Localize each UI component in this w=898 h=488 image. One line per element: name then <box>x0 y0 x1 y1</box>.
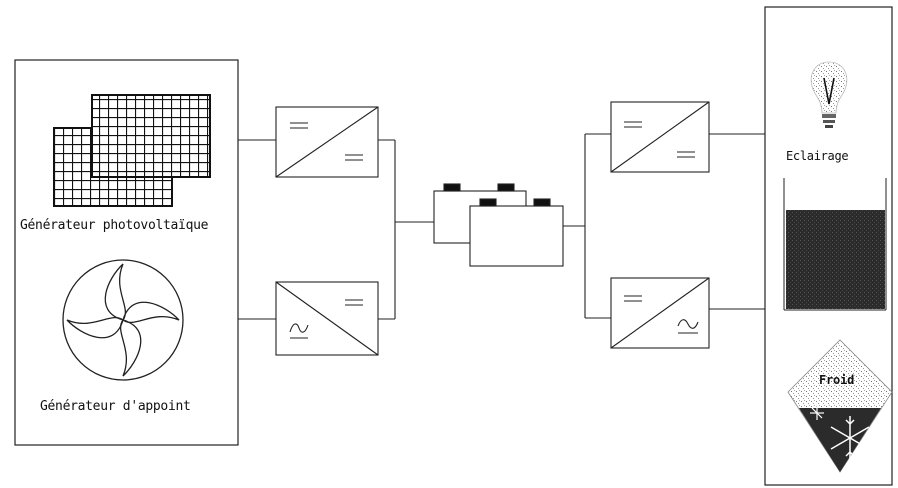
converter-icon <box>275 106 379 178</box>
solar-panel-icon <box>53 94 211 207</box>
lighting-label: Eclairage <box>786 149 849 163</box>
battery-icon <box>433 183 564 267</box>
converter-icon <box>610 277 710 349</box>
wind-turbine-icon <box>62 259 184 381</box>
load-frame <box>764 6 893 486</box>
backup-generator-label: Générateur d'appoint <box>40 399 191 414</box>
dark-panel <box>783 178 887 311</box>
generator-frame <box>14 59 239 446</box>
converter-icon <box>275 281 379 356</box>
photovoltaic-generator-label: Générateur photovoltaïque <box>20 218 209 233</box>
wiring <box>238 133 765 320</box>
converter-icon <box>610 101 710 173</box>
snowflake-icon <box>787 339 893 473</box>
lightbulb-icon <box>810 61 848 128</box>
cold-label: Froid <box>819 373 855 387</box>
